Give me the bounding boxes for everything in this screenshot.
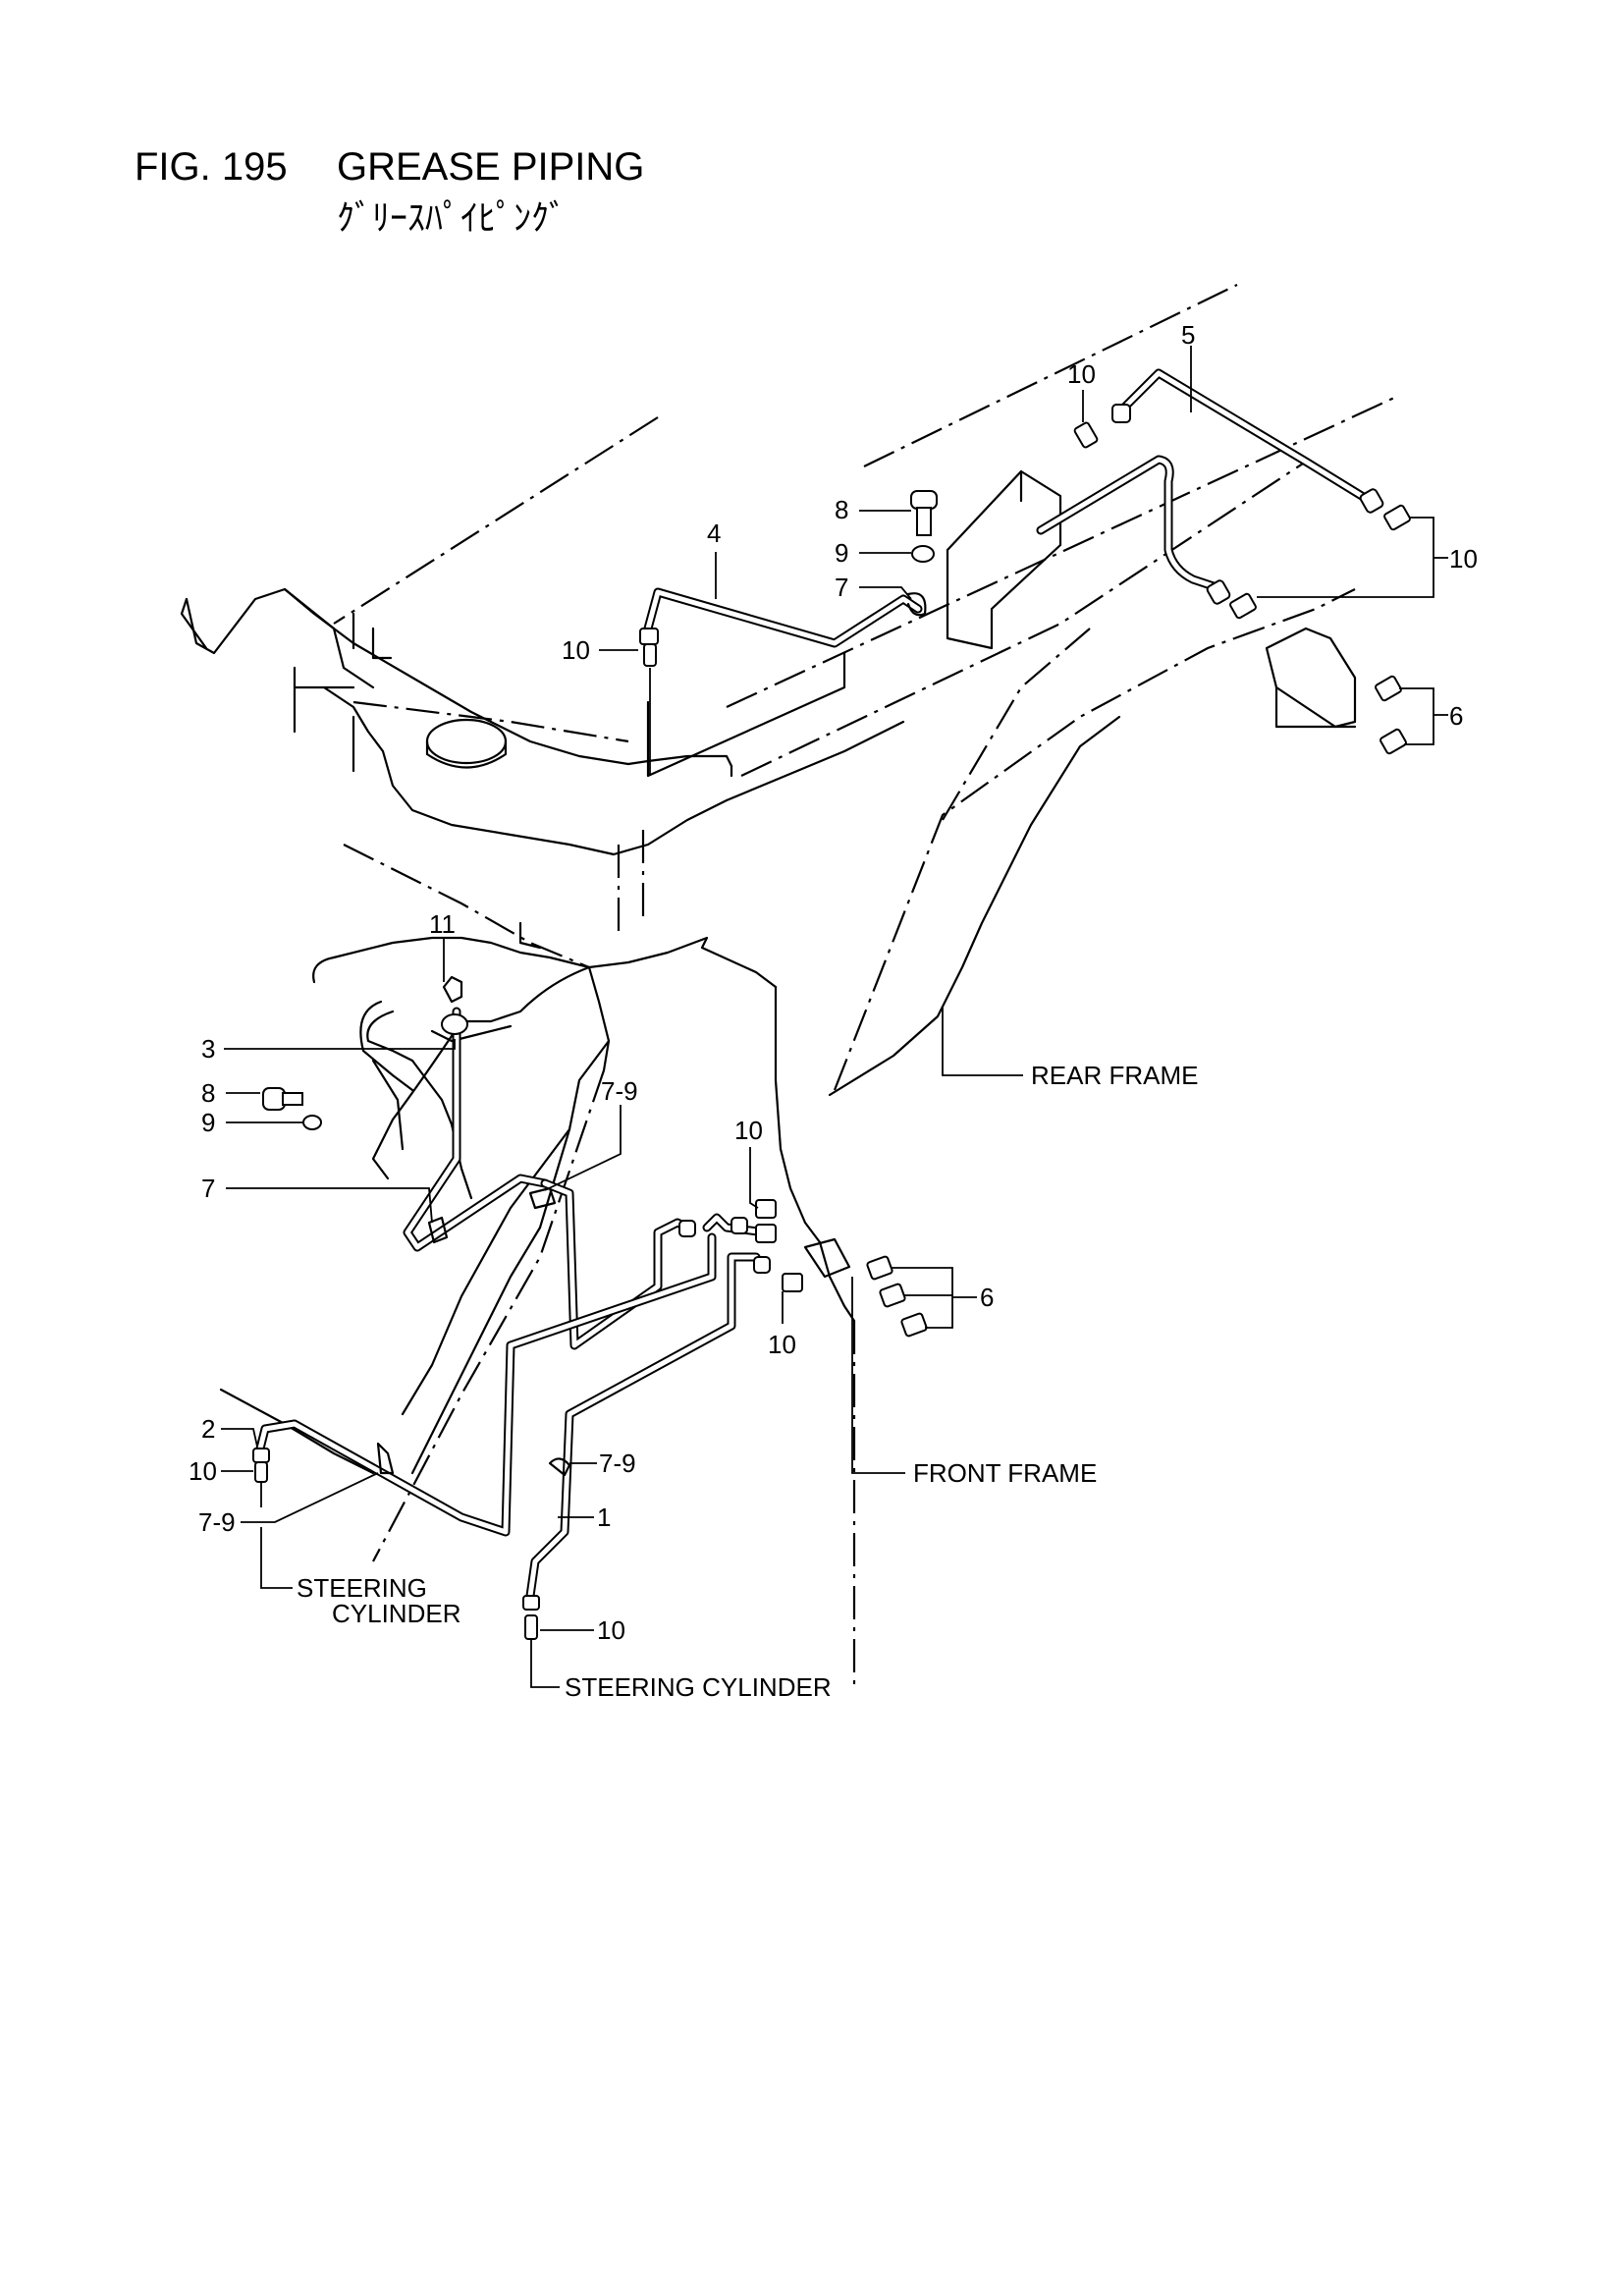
figure-number: FIG. 195 (135, 145, 288, 189)
callout-10-left: 10 (189, 1456, 217, 1486)
steering-cylinder-left-label-line2: CYLINDER (332, 1599, 460, 1628)
bolt-head-icon (910, 490, 938, 510)
callout-8-top: 8 (835, 495, 848, 524)
bolt-shank-icon (282, 1092, 303, 1106)
callout-7-top: 7 (835, 573, 848, 602)
callout-leaders (221, 346, 1448, 1688)
washer-icon (302, 1115, 322, 1130)
grease-nipple-icon (782, 1273, 803, 1292)
grease-nipple-icon (1383, 504, 1411, 531)
callout-10-right: 10 (1449, 544, 1478, 574)
grease-nipple-icon (866, 1255, 893, 1281)
grease-nipple-icon (1380, 728, 1407, 755)
grease-pipes (255, 368, 1375, 1601)
fitting-nut-icon (1206, 579, 1231, 605)
front-frame-leader (851, 1277, 905, 1474)
callout-9-top: 9 (835, 538, 848, 568)
front-frame-label: FRONT FRAME (913, 1458, 1097, 1488)
grease-nipple-icon (524, 1614, 538, 1640)
steering-cylinder-left-label-line1: STEERING (297, 1573, 427, 1603)
front-frame-outline (219, 844, 856, 1689)
rear-frame-label: REAR FRAME (1031, 1061, 1198, 1090)
fitting-nut-icon (1111, 404, 1131, 423)
fitting-nut-icon (730, 1217, 748, 1234)
callout-10-pipe4: 10 (562, 635, 590, 665)
bolt-shank-icon (916, 507, 932, 536)
rear-frame-leader (942, 1007, 1023, 1076)
grease-nipple-icon (1073, 421, 1099, 449)
callout-numbers: 5 10 10 6 8 9 7 4 10 11 3 8 9 7 7-9 10 1… (189, 320, 1478, 1645)
figure-title: GREASE PIPING (337, 145, 645, 189)
fittings (252, 404, 1411, 1640)
clip-icon (528, 1186, 557, 1210)
grease-nipple-icon (755, 1199, 777, 1219)
elbow-fitting-icon (442, 975, 463, 1004)
component-labels: REAR FRAME FRONT FRAME STEERING CYLINDER… (297, 1061, 1198, 1702)
clip-icon (548, 1457, 571, 1477)
callout-1: 1 (597, 1503, 611, 1532)
callout-3: 3 (201, 1034, 215, 1064)
callout-10-lower-middle: 10 (768, 1330, 796, 1359)
callout-9-lower: 9 (201, 1108, 215, 1137)
grease-nipple-icon (1375, 675, 1402, 702)
grease-nipple-icon (879, 1283, 906, 1308)
fitting-nut-icon (522, 1595, 540, 1611)
callout-8-lower: 8 (201, 1078, 215, 1108)
callout-7-9-upper: 7-9 (601, 1076, 638, 1106)
callout-7-lower: 7 (201, 1174, 215, 1203)
bracket-icon (803, 1237, 851, 1279)
callout-4: 4 (707, 519, 721, 548)
fitting-nut-icon (441, 1013, 468, 1035)
fitting-nut-icon (753, 1256, 771, 1274)
callout-7-9-left: 7-9 (198, 1507, 236, 1537)
fitting-nut-icon (639, 628, 659, 645)
bolt-head-icon (262, 1087, 286, 1111)
fitting-nut-icon (678, 1220, 696, 1237)
callout-11: 11 (429, 909, 456, 939)
callout-7-9-lower: 7-9 (599, 1449, 636, 1478)
callout-2: 2 (201, 1414, 215, 1444)
fitting-nut-icon (1359, 488, 1384, 514)
grease-nipple-icon (755, 1224, 777, 1243)
callout-5: 5 (1181, 320, 1195, 350)
grease-nipple-icon (900, 1312, 928, 1338)
callout-10-middle: 10 (734, 1116, 763, 1145)
callout-6-right: 6 (1449, 701, 1463, 731)
steering-cylinder-bottom-label: STEERING CYLINDER (565, 1672, 832, 1702)
clip-icon (906, 592, 927, 617)
callout-10-bottom: 10 (597, 1615, 625, 1645)
figure-title-japanese: ｸﾞﾘｰｽﾊﾟｲﾋﾟﾝｸﾞ (337, 198, 567, 239)
callout-6-lower: 6 (980, 1283, 994, 1312)
grease-nipple-icon (254, 1461, 268, 1483)
clip-icon (376, 1442, 395, 1475)
grease-nipple-icon (643, 643, 657, 667)
clip-icon (427, 1216, 449, 1244)
washer-icon (911, 545, 935, 563)
callout-10-top: 10 (1067, 359, 1096, 389)
fitting-nut-icon (252, 1448, 270, 1463)
grease-nipple-icon (1229, 592, 1257, 620)
